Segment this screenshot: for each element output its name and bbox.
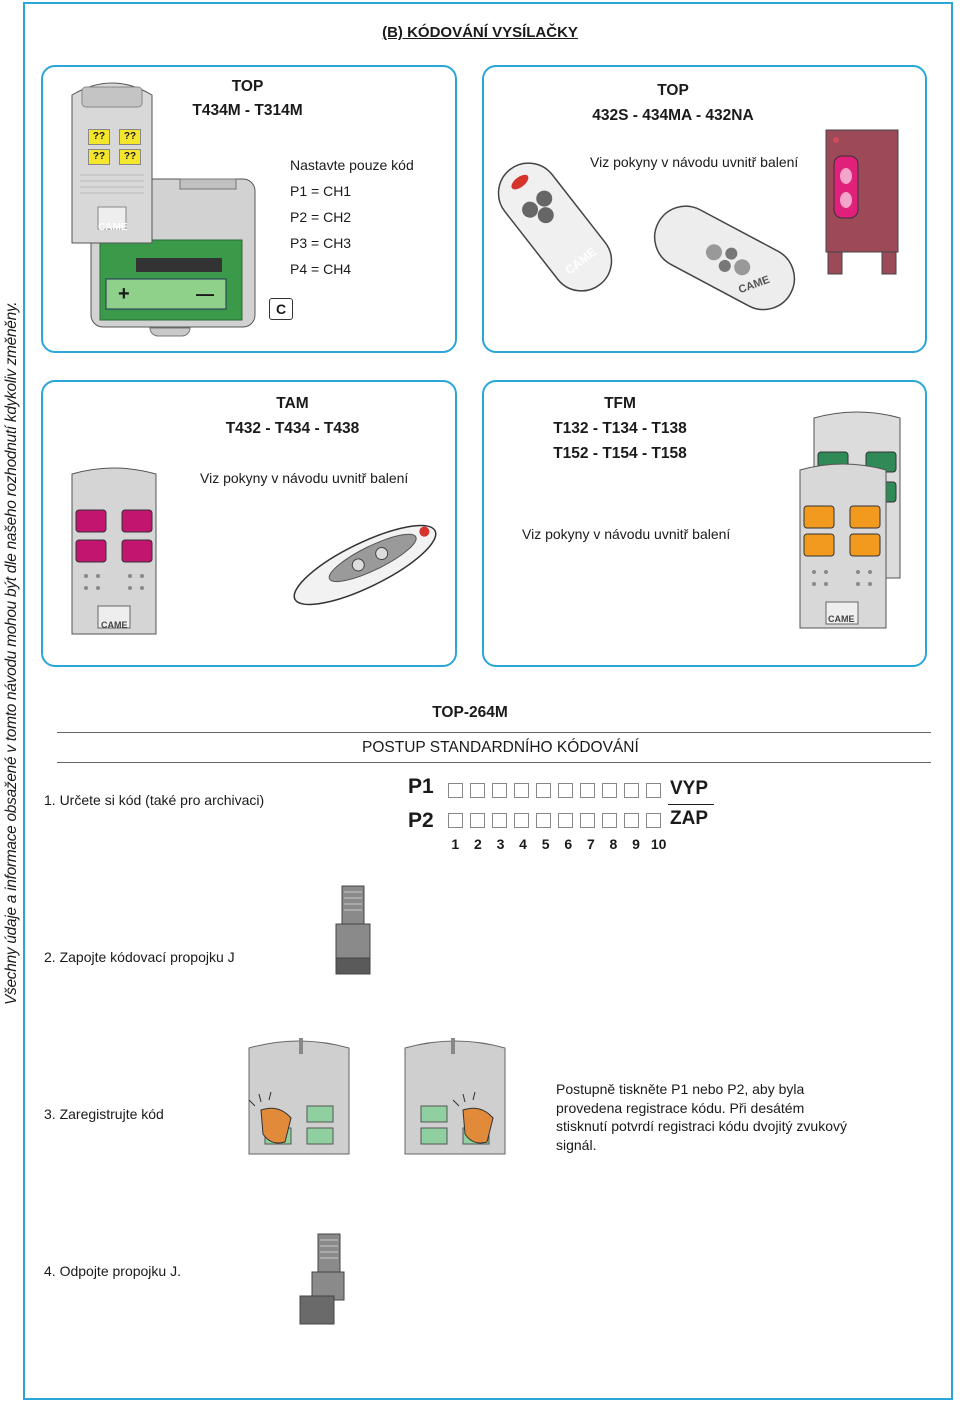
box1-map-2: P2 = CH2 [290,209,352,225]
jumper-connected-icon [335,885,371,975]
switch-number: 6 [564,836,573,852]
remote-press-p1 [248,1038,350,1155]
remote-brand-logo: CAME [98,222,128,233]
box4-heading1: TFM [604,395,636,412]
remote-432na [825,129,899,275]
remote-tam [71,467,157,635]
box2-heading1: TOP [657,82,689,99]
dip-switch-cell [602,813,617,828]
remote-434ma [653,205,796,311]
switch-number: 3 [496,836,505,852]
box-tam [41,380,457,667]
procedure-divider [57,762,931,763]
remote-button-yellow: ?? [119,149,141,165]
switch-number: 8 [609,836,618,852]
step-3: 3. Zaregistrujte kód [44,1106,164,1122]
on-label: ZAP [670,808,708,829]
remote-button-yellow: ?? [119,129,141,145]
page-title: (B) KÓDOVÁNÍ VYSÍLAČKY [382,24,578,41]
dip-switch-cell [580,783,595,798]
box1-heading2: T434M - T314M [192,102,303,119]
dip-switch-cell [624,783,639,798]
procedure-title: POSTUP STANDARDNÍHO KÓDOVÁNÍ [362,739,639,756]
box1-intro: Nastavte pouze kód [290,157,414,173]
jumper-disconnected-icon [299,1233,345,1325]
switch-number: 1 [451,836,460,852]
remote-brand-logo: CAME [828,614,855,624]
dip-switch-cell [492,783,507,798]
section-model: TOP-264M [432,704,508,721]
board-minus: — [196,284,214,304]
remote-brand-logo: CAME [101,620,128,630]
box4-note: Viz pokyny v návodu uvnitř balení [522,526,731,542]
switch-number: 9 [632,836,640,852]
box1-map-1: P1 = CH1 [290,183,352,199]
box1-heading1: TOP [231,78,264,95]
dip-switch-cell [470,813,485,828]
dip-switch-cell [646,813,661,828]
step-2: 2. Zapojte kódovací propojku J [44,949,235,965]
remote-button-yellow: ?? [88,129,110,145]
dip-switch-cell [558,783,573,798]
dip-switch-cell [448,783,463,798]
off-label: VYP [670,778,709,799]
switch-separator [668,804,714,805]
box3-heading1: TAM [276,395,309,412]
side-disclaimer: Všechny údaje a informace obsažené v tom… [3,301,20,1005]
dip-switch-cell [492,813,507,828]
remote-button-yellow: ?? [88,149,110,165]
dip-switch-cell [558,813,573,828]
dip-row-p2 [448,813,661,828]
p2-label: P2 [408,809,434,832]
box4-heading2: T132 - T134 - T138 [553,420,687,437]
step-3-note: Postupně tiskněte P1 nebo P2, aby byla p… [556,1081,848,1153]
box2-note: Viz pokyny v návodu uvnitř balení [590,154,799,170]
dip-switch-cell [646,783,661,798]
box3-heading2: T432 - T434 - T438 [225,420,360,437]
box-top-432s [482,65,927,353]
switch-number: 10 [650,836,667,852]
dip-switch-cell [448,813,463,828]
page-frame [23,2,953,1400]
box-top-t434m [41,65,457,353]
box2-heading2: 432S - 434MA - 432NA [592,107,754,124]
remote-tam-keyfob [293,524,437,606]
dip-switch-cell [602,783,617,798]
remote-press-p2 [404,1038,506,1155]
switch-number: 2 [473,836,482,852]
remote-tfm [799,463,887,629]
dip-switch-cell [624,813,639,828]
board-plus: + [118,283,130,305]
dip-row-p1 [448,783,661,798]
step-4: 4. Odpojte propojku J. [44,1263,181,1279]
callout-c: C [269,298,293,320]
section-divider [57,732,931,733]
box1-map-4: P4 = CH4 [290,261,352,277]
remote-top-t434m [71,82,153,244]
dip-switch-cell [536,813,551,828]
switch-number: 5 [541,836,550,852]
box1-map-3: P3 = CH3 [290,235,352,251]
dip-switch-cell [536,783,551,798]
dip-switch-cell [514,783,529,798]
switch-number: 4 [519,836,527,852]
dip-switch-cell [470,783,485,798]
dip-switch-cell [580,813,595,828]
p1-label: P1 [408,775,434,798]
dip-switch-cell [514,813,529,828]
box-tfm [482,380,927,667]
box4-heading3: T152 - T154 - T158 [553,445,687,462]
switch-number: 7 [586,836,595,852]
step-1: 1. Určete si kód (také pro archivaci) [44,792,265,808]
box3-note: Viz pokyny v návodu uvnitř balení [200,470,409,486]
remote-432s [497,162,613,292]
